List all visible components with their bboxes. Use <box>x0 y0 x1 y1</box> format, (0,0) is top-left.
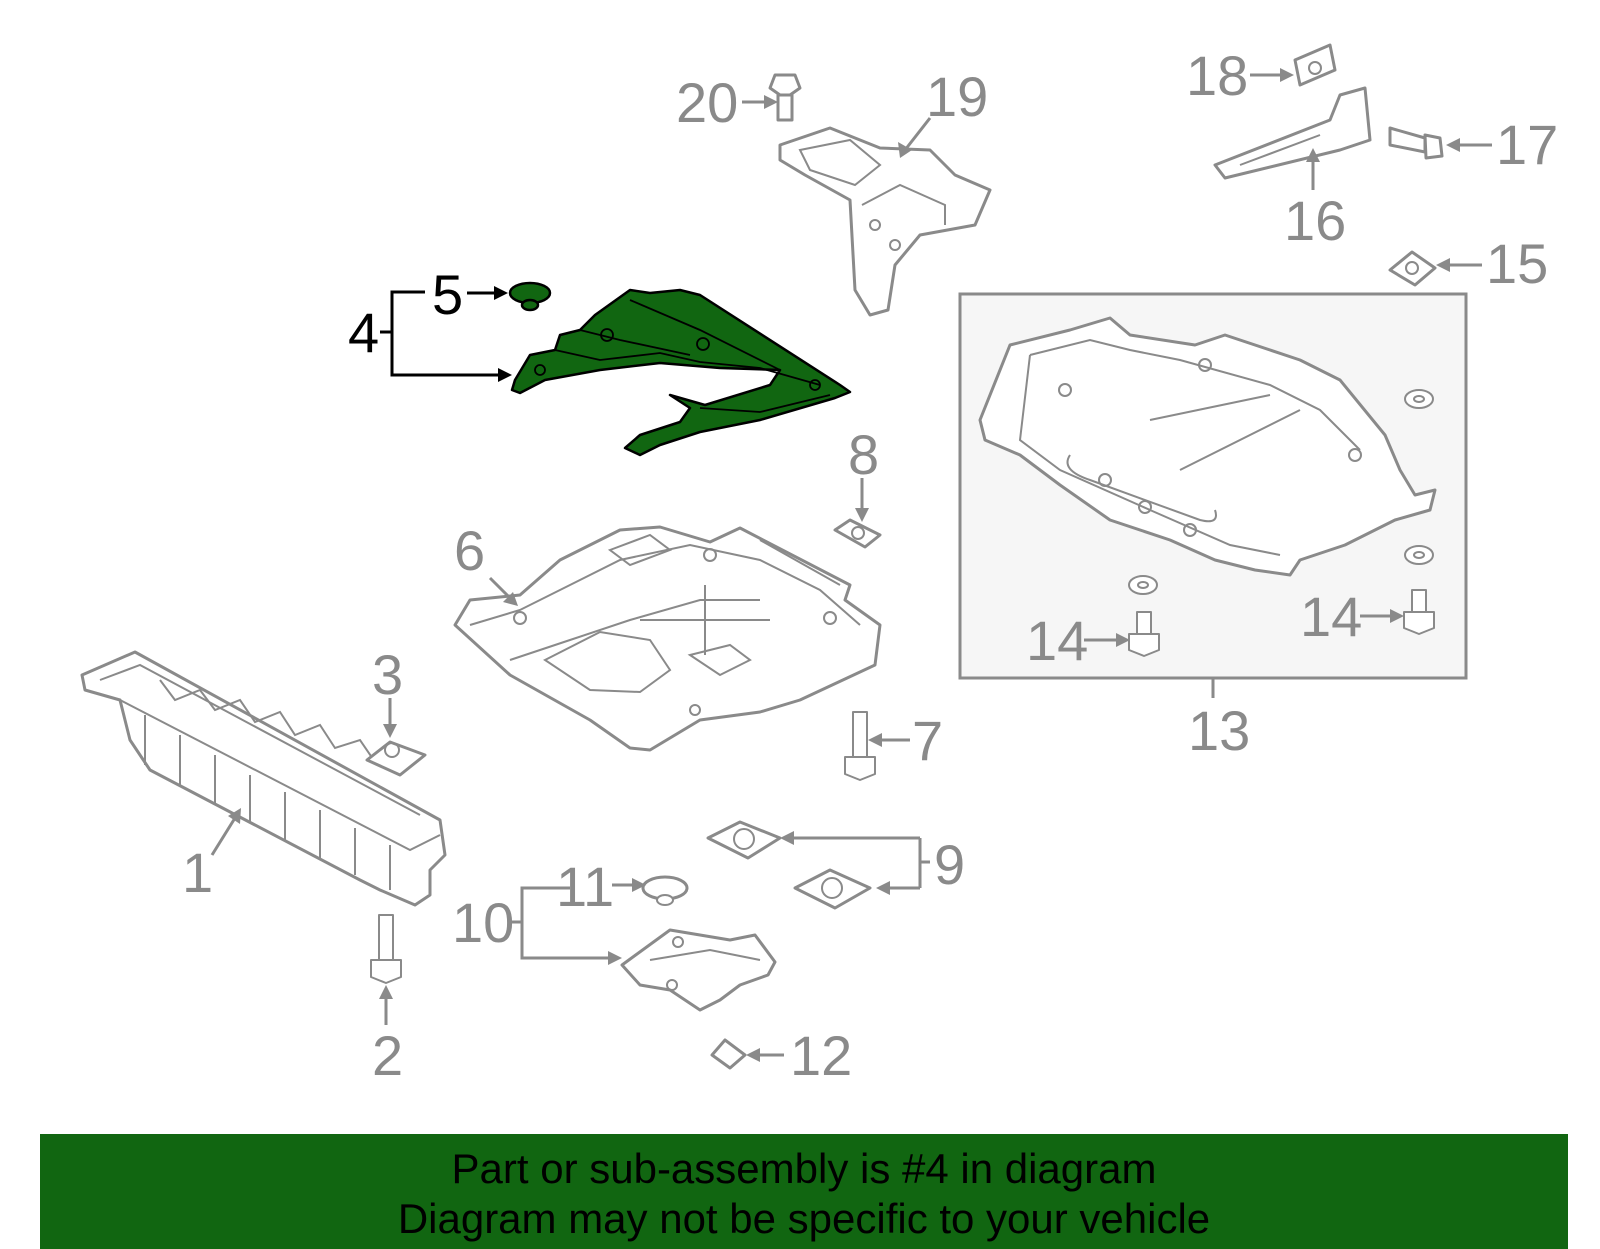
callout-5: 5 <box>432 263 463 326</box>
part-4-shield-highlighted[interactable] <box>510 288 852 457</box>
callout-18: 18 <box>1186 44 1248 107</box>
part-13-group <box>958 292 1468 680</box>
part-13-shield[interactable] <box>978 316 1437 577</box>
callout-14-left: 14 <box>1026 609 1088 672</box>
callout-10: 10 <box>452 891 514 954</box>
banner-line-1: Part or sub-assembly is #4 in diagram <box>451 1145 1157 1192</box>
callout-4: 4 <box>348 301 379 364</box>
callout-11: 11 <box>556 855 614 918</box>
callout-1: 1 <box>182 841 213 904</box>
callout-7: 7 <box>912 709 943 772</box>
part-16-bracket[interactable] <box>1213 86 1372 180</box>
part-13-washers[interactable] <box>1128 389 1434 595</box>
part-15-clip[interactable] <box>1388 250 1437 287</box>
callout-14-right: 14 <box>1300 585 1362 648</box>
part-1-deflector[interactable] <box>80 650 447 907</box>
callout-12: 12 <box>790 1024 852 1087</box>
callout-15: 15 <box>1486 232 1548 295</box>
part-14-bolts[interactable] <box>1128 589 1435 657</box>
banner-line-2: Diagram may not be specific to your vehi… <box>397 1195 1211 1242</box>
callout-13: 13 <box>1188 699 1250 762</box>
leader-lines <box>210 68 1492 1062</box>
part-5-pin-highlighted[interactable] <box>508 281 552 312</box>
callout-20: 20 <box>676 71 738 134</box>
part-19-bracket[interactable] <box>778 126 992 317</box>
part-20-bolt[interactable] <box>768 73 802 122</box>
part-10-shield[interactable] <box>620 928 777 1012</box>
callout-2: 2 <box>372 1024 403 1087</box>
part-7-bolt[interactable] <box>844 711 876 781</box>
part-18-clip[interactable] <box>1293 43 1337 87</box>
part-3-clip[interactable] <box>365 740 427 777</box>
part-2-bolt[interactable] <box>370 914 402 984</box>
callout-8: 8 <box>848 423 879 486</box>
part-17-bolt[interactable] <box>1388 126 1444 160</box>
callout-3: 3 <box>372 643 403 706</box>
part-11-pin[interactable] <box>641 875 689 906</box>
part-8-clip[interactable] <box>833 518 882 549</box>
info-banner: Part or sub-assembly is #4 in diagram Di… <box>40 1134 1568 1249</box>
callout-9: 9 <box>934 833 965 896</box>
callout-17: 17 <box>1496 113 1558 176</box>
part-6-shield[interactable] <box>453 525 882 752</box>
callout-labels: 20 19 18 17 16 15 14 14 13 8 7 6 3 1 2 9… <box>182 44 1558 1087</box>
callout-6: 6 <box>454 519 485 582</box>
callout-19: 19 <box>926 65 988 128</box>
callout-16: 16 <box>1284 189 1346 252</box>
part-9-fasteners[interactable] <box>706 820 872 910</box>
part-12-clip[interactable] <box>710 1038 747 1070</box>
